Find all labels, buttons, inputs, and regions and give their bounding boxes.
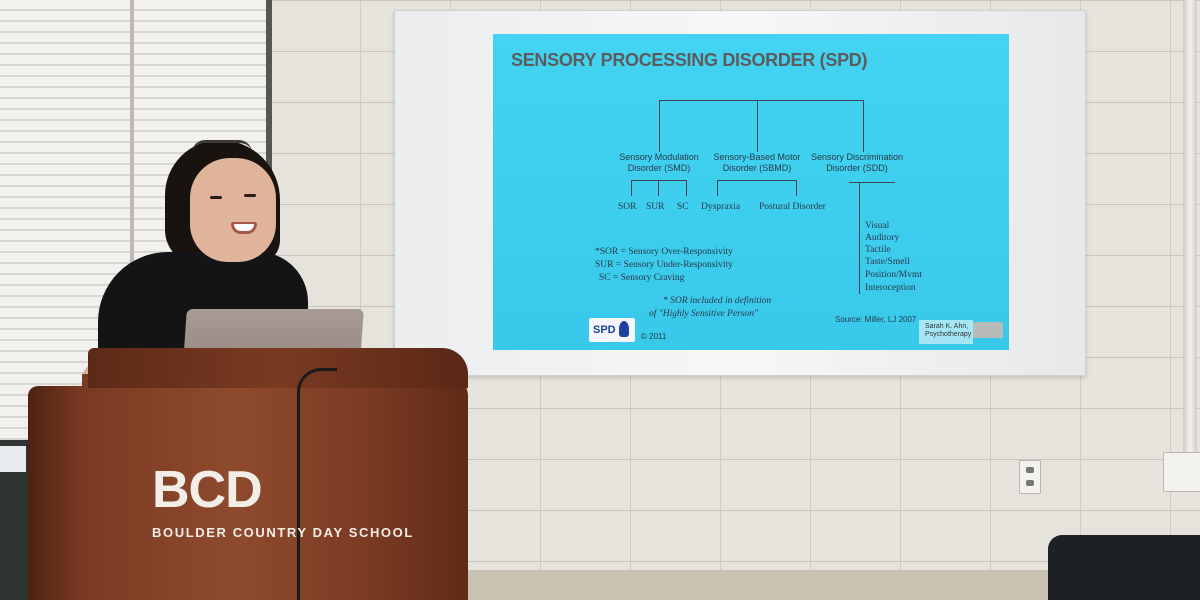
paper-left — [0, 446, 26, 472]
watermark-line1: Sarah K. Ahn, — [925, 323, 969, 330]
smd-child-line-1 — [631, 180, 632, 196]
podium — [28, 348, 468, 600]
sbmd-child-line-2 — [796, 180, 797, 196]
smd-child-line-2 — [658, 180, 659, 196]
wall-pipe — [1183, 0, 1197, 455]
podium-top — [88, 348, 468, 388]
note-line2: of "Highly Sensitive Person" — [649, 309, 759, 319]
podium-subtitle: BOULDER COUNTRY DAY SCHOOL — [152, 525, 414, 540]
sbmd-children-line — [717, 180, 797, 181]
podium-logo: BCD — [152, 461, 263, 519]
sbmd-child-line-1 — [717, 180, 718, 196]
presenter-face — [190, 158, 276, 262]
slide-source: Source: Miller, LJ 2007 — [835, 315, 917, 324]
watermark-box — [919, 320, 973, 344]
podium-side — [28, 386, 86, 600]
legend-sur: SUR = Sensory Under-Responsivity — [595, 260, 733, 270]
sdd-child-auditory: Auditory — [865, 233, 900, 243]
branch-sdd: Sensory Discrimination Disorder (SDD) — [807, 152, 907, 174]
legend-sc: SC = Sensory Craving — [599, 273, 685, 283]
presenter-eye-right — [244, 194, 256, 197]
spd-logo-figure-icon — [619, 321, 629, 337]
sdd-child-visual: Visual — [865, 221, 890, 231]
tree-top-line — [659, 100, 863, 101]
wall-outlet-right — [1163, 452, 1200, 492]
chair — [1048, 535, 1200, 600]
watermark-swatch — [973, 322, 1003, 338]
wall-outlet — [1019, 460, 1041, 494]
sdd-child-taste-smell: Taste/Smell — [865, 257, 910, 267]
watermark-line2: Psychotherapy — [925, 331, 972, 338]
sdd-vertical-line — [859, 182, 860, 294]
smd-child-sur: SUR — [646, 202, 665, 212]
sdd-child-tactile: Tactile — [865, 245, 891, 255]
spd-logo-text: SPD — [593, 324, 616, 336]
tree-branch-line-smd — [659, 100, 660, 152]
tree-branch-line-sbmd — [757, 100, 758, 152]
slide-title: SENSORY PROCESSING DISORDER (SPD) — [511, 50, 868, 70]
branch-smd-line2: Disorder (SMD) — [627, 163, 691, 173]
presenter-eye-left — [210, 196, 222, 199]
smd-children-line — [631, 180, 687, 181]
smd-child-line-3 — [686, 180, 687, 196]
branch-sbmd-line1: Sensory-Based Motor — [713, 152, 801, 162]
branch-sbmd-line2: Disorder (SBMD) — [722, 163, 792, 173]
branch-sbmd: Sensory-Based Motor Disorder (SBMD) — [709, 152, 805, 174]
presenter-smile — [231, 222, 257, 234]
podium-front — [82, 374, 468, 600]
sdd-child-position: Position/Mvmt — [865, 270, 923, 280]
sbmd-child-dyspraxia: Dyspraxia — [701, 202, 741, 212]
note-line1: * SOR included in definition — [663, 296, 772, 306]
slide-copyright: © 2011 — [641, 332, 667, 341]
smd-child-sc: SC — [677, 202, 689, 212]
smd-child-sor: SOR — [618, 202, 637, 212]
branch-sdd-line1: Sensory Discrimination — [810, 152, 904, 162]
sdd-top-line — [849, 182, 895, 183]
laptop-cable — [297, 368, 337, 600]
projected-slide: SENSORY PROCESSING DISORDER (SPD) Sensor… — [493, 34, 1009, 350]
branch-smd: Sensory Modulation Disorder (SMD) — [613, 152, 705, 174]
sunglasses-on-head — [192, 140, 252, 153]
sbmd-child-postural: Postural Disorder — [759, 202, 826, 212]
legend-sor: *SOR = Sensory Over-Responsivity — [595, 247, 733, 257]
tree-branch-line-sdd — [863, 100, 864, 152]
branch-sdd-line2: Disorder (SDD) — [826, 163, 888, 173]
watermark: Sarah K. Ahn, Psychotherapy — [925, 323, 971, 339]
sdd-child-interoception: Interoception — [865, 283, 916, 293]
branch-smd-line1: Sensory Modulation — [619, 152, 699, 162]
